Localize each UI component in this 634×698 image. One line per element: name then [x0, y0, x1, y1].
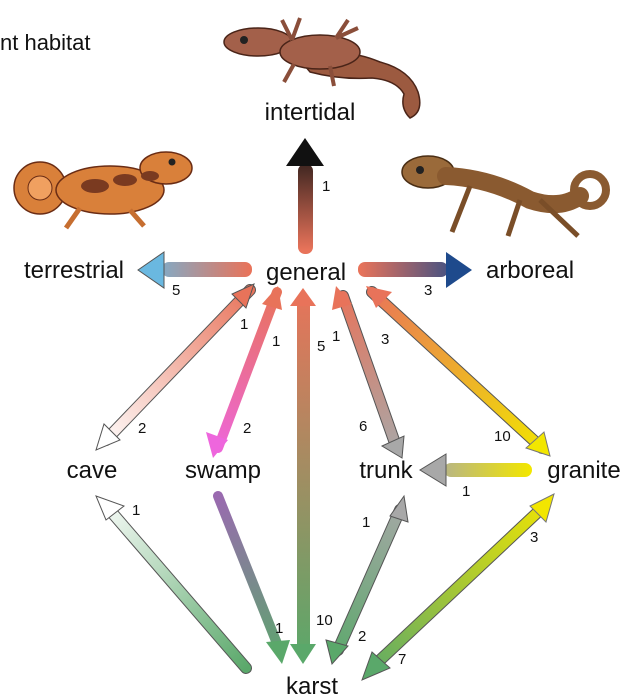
count-granite-general: 3	[381, 331, 389, 348]
count-granite-karst: 7	[398, 651, 406, 668]
count-general-swamp: 2	[243, 420, 251, 437]
node-terrestrial: terrestrial	[24, 257, 124, 284]
count-swamp-karst: 1	[275, 620, 283, 637]
arrow-general-terrestrial	[138, 252, 252, 288]
node-general: general	[266, 259, 346, 286]
node-granite: granite	[547, 457, 620, 484]
node-karst: karst	[286, 673, 338, 698]
count-karst-granite: 3	[530, 529, 538, 546]
count-general-terrestrial: 5	[172, 282, 180, 299]
node-swamp: swamp	[185, 457, 261, 484]
count-general-trunk: 6	[359, 418, 367, 435]
count-trunk-general: 1	[332, 328, 340, 345]
count-general-intertidal: 1	[322, 178, 330, 195]
count-cave-general: 1	[240, 316, 248, 333]
count-karst-general: 5	[317, 338, 325, 355]
count-trunk-karst: 2	[358, 628, 366, 645]
node-arboreal: arboreal	[486, 257, 574, 284]
node-cave: cave	[67, 457, 118, 484]
count-general-cave: 2	[138, 420, 146, 437]
arrow-general-intertidal	[286, 138, 324, 254]
arrow-general-arboreal	[358, 252, 472, 288]
node-intertidal: intertidal	[265, 99, 356, 126]
count-general-arboreal: 3	[424, 282, 432, 299]
arrow-granite-trunk	[420, 454, 532, 486]
count-general-granite: 10	[494, 428, 511, 445]
count-karst-cave: 1	[132, 502, 140, 519]
count-swamp-general: 1	[272, 333, 280, 350]
count-karst-trunk: 1	[362, 514, 370, 531]
arrow-swamp-karst	[218, 496, 290, 664]
arrow-karst-general	[290, 288, 316, 664]
count-general-karst: 10	[316, 612, 333, 629]
node-trunk: trunk	[359, 457, 413, 484]
gecko-terrestrial-image	[14, 152, 192, 228]
count-granite-trunk: 1	[462, 483, 470, 500]
gecko-arboreal-image	[402, 156, 606, 236]
